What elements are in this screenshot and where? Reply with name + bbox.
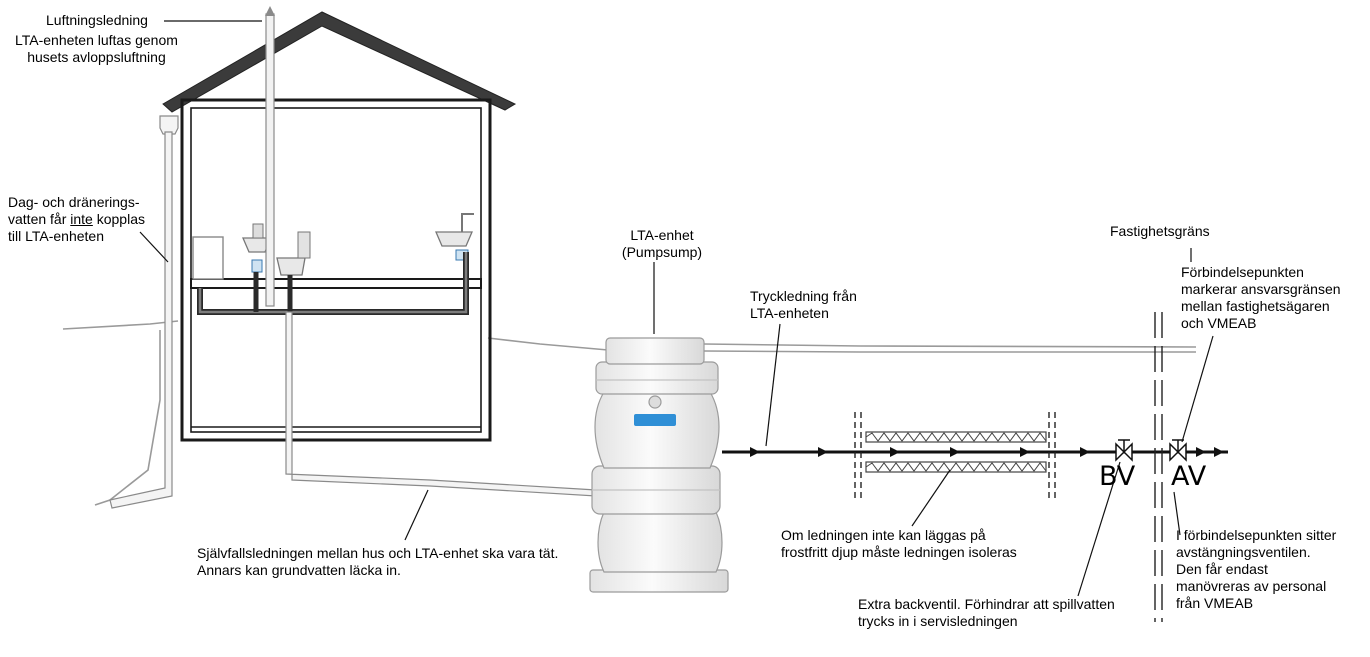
shutoff-label: I förbindelsepunkten sitter avstängnings… <box>1176 527 1336 612</box>
backflow-label: Extra backventil. Förhindrar att spillva… <box>858 596 1115 630</box>
property-boundary-line <box>1154 312 1163 622</box>
leader-lines <box>139 20 1214 597</box>
bv-label: BV <box>1099 461 1136 492</box>
connection-point-line-2: markerar ansvarsgränsen <box>1181 281 1341 297</box>
ventilation-label-line-1: Luftningsledning <box>46 12 148 28</box>
pressure-line-label-line-1: Tryckledning från <box>750 288 857 304</box>
connection-point-line-4: och VMEAB <box>1181 315 1257 331</box>
insulation-label-line-1: Om ledningen inte kan läggas på <box>781 527 986 543</box>
drainage-text-prefix: vatten får <box>8 211 71 227</box>
drainage-label-line-2: vatten får inte kopplas <box>8 211 145 228</box>
lta-unit-label-line-1: LTA-enhet <box>630 227 694 243</box>
backflow-label-line-1: Extra backventil. Förhindrar att spillva… <box>858 596 1115 612</box>
shutoff-label-line-4: manövreras av personal <box>1176 578 1327 594</box>
pressure-line-label: Tryckledning från LTA-enheten <box>750 288 857 322</box>
shutoff-label-line-5: från VMEAB <box>1176 595 1254 611</box>
av-label: AV <box>1171 461 1207 492</box>
bathtub <box>192 236 224 280</box>
drainage-text-not: inte <box>70 211 93 227</box>
gravity-line-label: Självfallsledningen mellan hus och LTA-e… <box>197 545 558 579</box>
ventilation-note-line-2: husets avloppsluftning <box>27 49 166 65</box>
pressure-line <box>722 447 1228 457</box>
backflow-label-line-2: trycks in i servisledningen <box>858 613 1018 629</box>
roof <box>162 11 517 113</box>
shutoff-label-line-3: Den får endast <box>1176 561 1268 577</box>
gravity-sewer-pipe <box>285 311 597 497</box>
drainage-label-line-3: till LTA-enheten <box>8 228 104 244</box>
insulation-label: Om ledningen inte kan läggas på frostfri… <box>781 527 1017 561</box>
ventilation-label: Luftningsledning <box>46 12 148 29</box>
insulated-section <box>854 412 1056 502</box>
insulation-label-line-2: frostfritt djup måste ledningen isoleras <box>781 544 1017 560</box>
ventilation-note: LTA-enheten luftas genom husets avloppsl… <box>15 32 178 66</box>
connection-point-line-1: Förbindelsepunkten <box>1181 264 1304 280</box>
downspout <box>109 115 179 509</box>
toilet <box>276 257 306 276</box>
ventilation-note-line-1: LTA-enheten luftas genom <box>15 32 178 48</box>
shutoff-label-line-2: avstängningsventilen. <box>1176 544 1311 560</box>
house-inner-wall <box>190 107 482 433</box>
drainage-text-suffix: kopplas <box>92 211 145 227</box>
lta-unit-label: LTA-enhet (Pumpsump) <box>610 227 714 261</box>
shutoff-label-line-1: I förbindelsepunkten sitter <box>1176 527 1337 543</box>
indoor-drain-pipes <box>197 252 469 315</box>
tank-badge <box>634 414 676 426</box>
house <box>162 11 517 442</box>
ground-surface <box>62 320 1197 506</box>
lta-pump-sump <box>589 337 729 593</box>
gravity-line-label-line-2: Annars kan grundvatten läcka in. <box>197 562 401 578</box>
connection-point-label: Förbindelsepunkten markerar ansvarsgräns… <box>1181 264 1341 332</box>
pressure-line-label-line-2: LTA-enheten <box>750 305 829 321</box>
property-boundary-label: Fastighetsgräns <box>1110 223 1210 239</box>
house-outer-wall <box>180 98 492 442</box>
kitchen-sink <box>435 231 473 247</box>
drainage-label-line-1: Dag- och dränerings- <box>8 194 140 210</box>
gravity-line-label-line-1: Självfallsledningen mellan hus och LTA-e… <box>197 545 559 561</box>
backflow-valve <box>1115 439 1133 462</box>
floor <box>190 278 482 289</box>
shutoff-valve <box>1169 439 1187 462</box>
drainage-label: Dag- och dränerings- vatten får inte kop… <box>8 194 145 245</box>
connection-point-line-3: mellan fastighetsägaren <box>1181 298 1330 314</box>
ventilation-pipe <box>265 6 275 307</box>
lta-unit-label-line-2: (Pumpsump) <box>621 244 703 260</box>
